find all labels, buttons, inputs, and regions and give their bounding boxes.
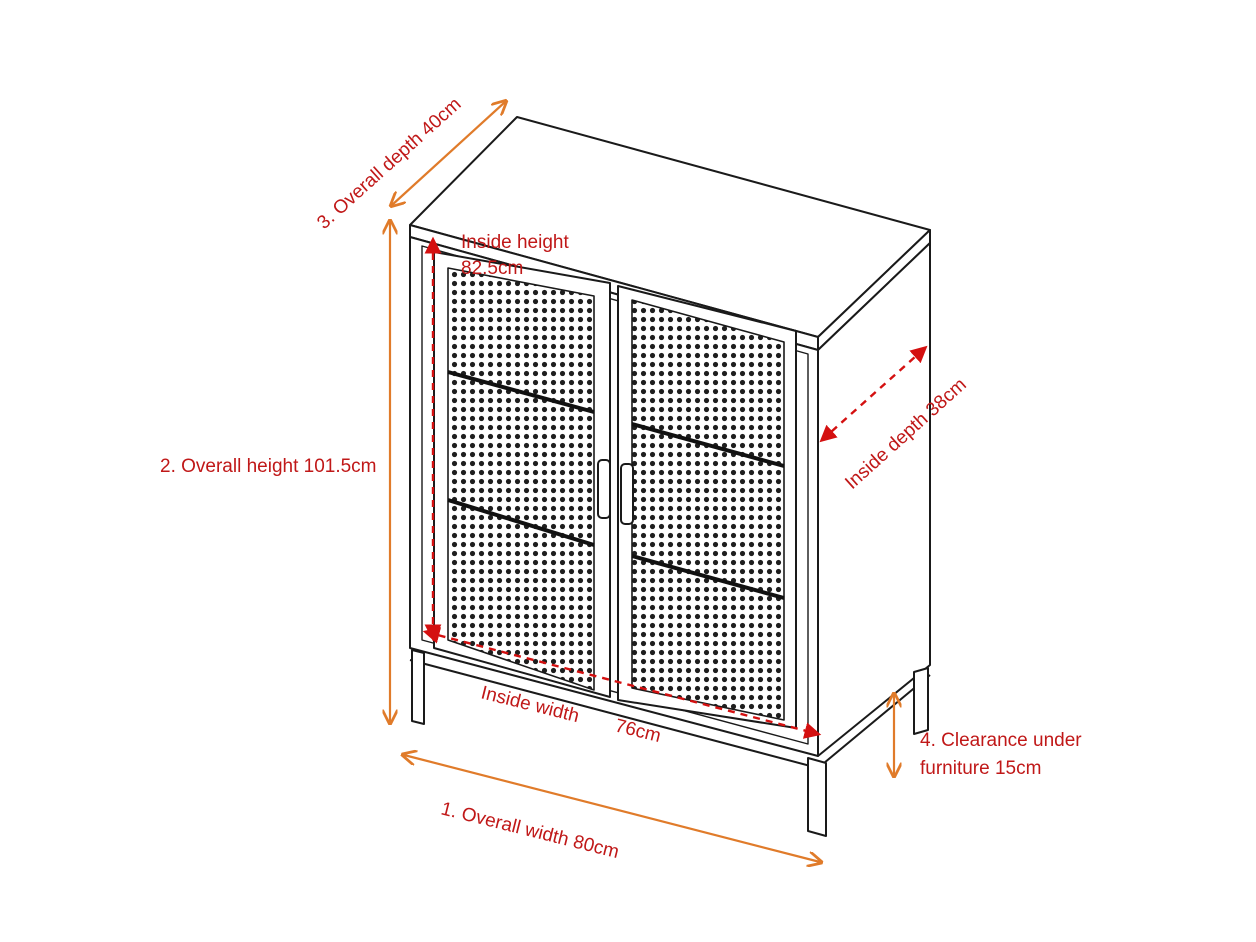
right-door-handle xyxy=(620,463,634,525)
overall-depth-arrow xyxy=(392,102,505,205)
inside-width-arrow xyxy=(422,627,822,739)
inside-dimension-arrows xyxy=(422,236,928,739)
inside-height-label-line2: 82.5cm xyxy=(461,258,523,279)
shelves xyxy=(447,370,785,600)
right-door-mesh xyxy=(631,299,785,721)
bottom-rail-side xyxy=(817,674,931,769)
inside-width-value: 76cm xyxy=(613,715,663,747)
overall-width-arrow xyxy=(404,755,820,862)
left-door-mesh xyxy=(447,267,595,691)
inside-height-label-line1: Inside height xyxy=(461,232,569,253)
overall-dimension-arrows xyxy=(390,102,894,862)
clearance-label-line2: furniture 15cm xyxy=(920,758,1041,779)
left-door-handle xyxy=(597,459,611,519)
leg-front-left xyxy=(411,649,425,725)
leg-front-right xyxy=(807,757,827,837)
overall-height-label: 2. Overall height 101.5cm xyxy=(160,456,377,477)
clearance-label-line1: 4. Clearance under xyxy=(920,730,1082,751)
inside-depth-arrow xyxy=(819,345,928,443)
leg-back-right xyxy=(913,667,929,735)
overall-width-label: 1. Overall width 80cm xyxy=(439,798,621,863)
